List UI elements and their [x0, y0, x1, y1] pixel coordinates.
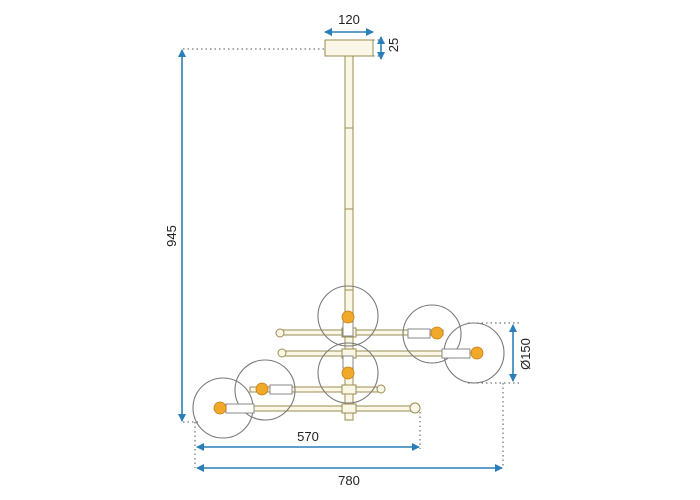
- arm-end-cap: [275, 328, 285, 338]
- arm-end-cap: [409, 402, 421, 414]
- globe-light-right-lower: [441, 322, 505, 384]
- canopy-width-label: 120: [338, 12, 360, 27]
- center-stem: [344, 55, 354, 421]
- dimension-labels: 120 25 945 Ø150 570 780: [164, 12, 533, 488]
- ceiling-canopy: [324, 39, 374, 57]
- globe-light-right-upper: [402, 304, 462, 364]
- arm-end-cap: [376, 384, 386, 394]
- globe-light-left-lower: [192, 377, 255, 439]
- inner-width-label: 570: [297, 429, 319, 444]
- total-width-label: 780: [338, 473, 360, 488]
- globe-light-left-upper: [234, 359, 296, 421]
- dimension-lines: [178, 28, 517, 472]
- globe-light-top: [317, 285, 379, 347]
- canopy-height-label: 25: [386, 38, 401, 52]
- stem-hub: [341, 384, 357, 395]
- arm-bottom: [229, 405, 416, 412]
- stem-hub: [341, 403, 357, 414]
- total-height-label: 945: [164, 225, 179, 247]
- globe-light-center: [317, 342, 379, 404]
- arm-end-cap: [277, 348, 287, 358]
- globe-diameter-label: Ø150: [518, 338, 533, 370]
